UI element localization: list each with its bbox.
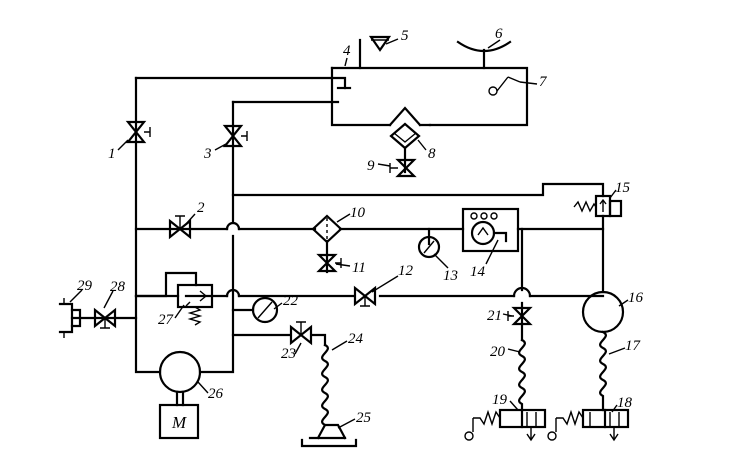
label-29: 29 [77, 278, 93, 294]
label-28: 28 [110, 279, 126, 295]
valve-28 [93, 307, 117, 329]
receiver-16 [581, 290, 625, 334]
valve-11 [316, 253, 342, 273]
label-4: 4 [343, 43, 351, 59]
relief-valve-27 [176, 283, 214, 326]
label-25: 25 [356, 410, 372, 426]
component-labels: 1 2 3 4 5 6 7 8 9 10 11 12 13 14 15 16 1… [77, 26, 644, 432]
label-21: 21 [487, 308, 502, 324]
distributor-18 [547, 408, 630, 442]
label-3: 3 [203, 146, 212, 162]
label-15: 15 [615, 180, 631, 196]
valve-12 [353, 285, 377, 307]
compressor-unit-14 [461, 207, 520, 253]
hose-24 [321, 343, 329, 427]
label-12: 12 [398, 263, 414, 279]
label-6: 6 [495, 26, 503, 42]
label-16: 16 [628, 290, 644, 306]
valve-23 [289, 321, 313, 346]
label-11: 11 [352, 260, 366, 276]
valve-2 [168, 215, 192, 240]
valve-3 [222, 124, 248, 148]
leader-lines [69, 38, 629, 429]
coupling-29 [58, 298, 82, 338]
label-9: 9 [367, 158, 375, 174]
label-17: 17 [625, 338, 642, 354]
nozzle-25 [300, 423, 358, 448]
motor-label: M [171, 413, 187, 432]
tank-drain-point [488, 86, 498, 96]
pipe-network [70, 38, 605, 374]
label-7: 7 [539, 74, 548, 90]
hose-20 [518, 338, 526, 412]
label-22: 22 [283, 293, 299, 309]
pressure-switch-15 [573, 194, 623, 218]
safety-valve-5 [368, 35, 392, 52]
label-24: 24 [348, 331, 364, 347]
motor-m [158, 403, 200, 440]
valve-9 [389, 158, 417, 178]
filter-10 [311, 214, 343, 244]
label-20: 20 [490, 344, 506, 360]
label-13: 13 [443, 268, 458, 284]
label-18: 18 [617, 395, 633, 411]
filter-8 [389, 122, 421, 150]
pressure-gauge-22 [251, 296, 279, 324]
pressure-gauge-13 [417, 235, 441, 259]
label-14: 14 [470, 264, 486, 280]
label-19: 19 [492, 392, 508, 408]
label-23: 23 [281, 346, 296, 362]
hose-17 [599, 330, 607, 412]
label-26: 26 [208, 386, 224, 402]
label-5: 5 [401, 28, 409, 44]
pressure-bowl-6 [456, 40, 512, 53]
label-1: 1 [108, 146, 116, 162]
label-27: 27 [158, 312, 175, 328]
label-2: 2 [197, 200, 205, 216]
pipe-crossings [225, 221, 532, 298]
label-10: 10 [350, 205, 366, 221]
distributor-19 [464, 408, 547, 442]
label-8: 8 [428, 146, 436, 162]
compressor-26 [158, 350, 202, 407]
valve-1 [125, 120, 151, 144]
drain-lever [496, 76, 521, 92]
